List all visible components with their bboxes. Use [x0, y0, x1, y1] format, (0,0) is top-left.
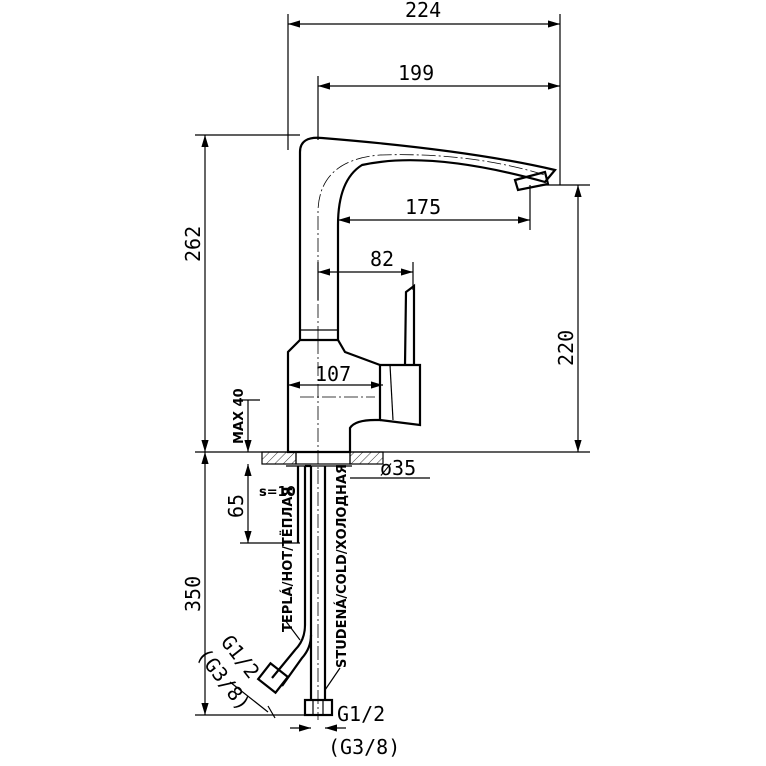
dim-220: 220 [554, 330, 578, 366]
faucet-spout [298, 136, 557, 340]
dim-350: 350 [181, 576, 205, 612]
dimension-lines [201, 20, 582, 732]
dim-262: 262 [181, 226, 205, 262]
faucet-body [286, 338, 382, 470]
dim-65: 65 [224, 494, 248, 518]
dim-107: 107 [315, 362, 351, 386]
dim-diameter-35: ø35 [380, 456, 416, 480]
dim-82: 82 [370, 247, 394, 271]
extension-lines [195, 14, 590, 716]
dim-s10: s=10 [259, 485, 296, 500]
cold-thread-alt-label: (G3/8) [328, 735, 400, 759]
leader-lines [229, 619, 341, 713]
dim-199: 199 [398, 61, 434, 85]
mounting-plate [261, 451, 384, 467]
dim-224: 224 [405, 0, 441, 22]
dim-max-40: MAX 40 [232, 388, 247, 444]
hot-hose-label: TEPLÁ/HOT/ТЁПЛАЯ [280, 487, 296, 632]
faucet-lever [379, 283, 422, 427]
hot-hose [256, 464, 313, 695]
cold-hose-label: STUDENÁ/COLD/ХОЛОДНАЯ [334, 464, 350, 668]
cold-thread-label: G1/2 [337, 702, 385, 726]
cold-hose [303, 466, 334, 717]
dim-175: 175 [405, 195, 441, 219]
